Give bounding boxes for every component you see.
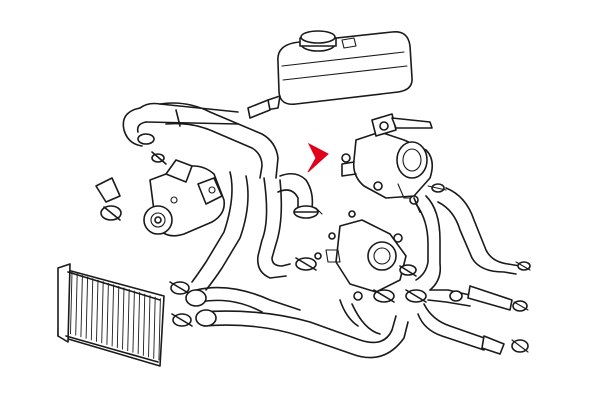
lower-left-hose (191, 171, 291, 291)
radiator-fin-line (116, 285, 120, 348)
upper-radiator-hose (195, 286, 301, 313)
radiator-fin-line (85, 276, 89, 339)
radiator-core (57, 263, 165, 367)
radiator-fin-line (80, 275, 83, 338)
thermostat-housing (341, 113, 447, 205)
radiator-fin-line (111, 284, 115, 347)
expansion-tank (265, 30, 413, 111)
radiator-fin-line (127, 289, 130, 352)
upper-bypass-hose (122, 99, 271, 147)
radiator-fin-line (96, 279, 99, 342)
radiator-fin-line (70, 271, 73, 335)
flange-clamps (295, 257, 427, 303)
radiator-fins (70, 271, 161, 361)
radiator-fin-line (132, 290, 135, 353)
radiator-fin-line (142, 293, 146, 356)
radiator-fin-line (90, 278, 94, 341)
radiator-fin-line (106, 282, 109, 345)
coolant-flange (314, 210, 407, 301)
radiator-fin-line (101, 281, 104, 344)
radiator-fin-line (153, 296, 156, 359)
radiator-fin-line (75, 273, 78, 336)
right-lower-hoses (417, 285, 529, 355)
main-return-hose (159, 102, 279, 179)
radiator-fin-line (158, 298, 161, 361)
lower-radiator-hose (199, 299, 409, 359)
radiator-fin-line (137, 292, 141, 355)
radiator-fin-line (148, 295, 151, 358)
left-clamps (95, 151, 167, 221)
right-upper-hose (413, 187, 531, 291)
water-pump (143, 159, 226, 237)
red-arrow-pointer-icon (307, 142, 329, 173)
radiator-clamps (169, 281, 217, 327)
pointed-hose (277, 172, 323, 219)
radiator-fin-line (122, 287, 125, 350)
